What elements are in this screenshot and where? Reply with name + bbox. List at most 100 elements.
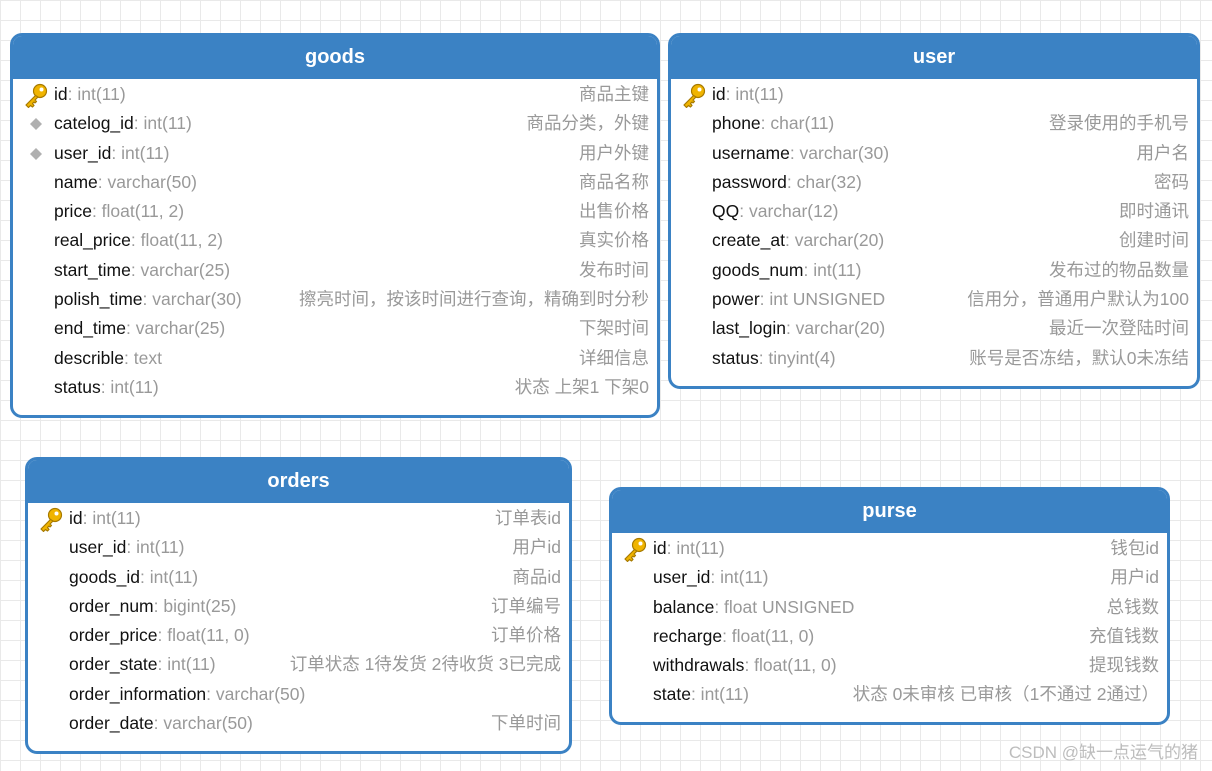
column-row[interactable]: status: tinyint(4)账号是否冻结，默认0未冻结 <box>671 344 1197 373</box>
column-comment: 用户名 <box>1136 142 1190 163</box>
column-name-text: recharge <box>653 625 723 646</box>
column-type: : varchar(50) <box>206 683 306 704</box>
column-row[interactable]: order_price: float(11, 0)订单价格 <box>28 621 569 650</box>
column-type: : tinyint(4) <box>758 347 836 368</box>
column-type: : text <box>124 347 162 368</box>
column-row[interactable]: price: float(11, 2)出售价格 <box>13 197 657 226</box>
column-name: order_information: varchar(50) <box>69 680 305 709</box>
column-name: user_id: int(11) <box>653 563 768 592</box>
column-comment: 订单表id <box>494 508 561 528</box>
key-icon <box>683 83 706 108</box>
column-name-text: start_time <box>54 259 131 280</box>
table-title: user <box>671 36 1197 79</box>
column-comment: 状态 0未审核 已审核（1不通过 2通过） <box>852 684 1159 705</box>
column-type: : varchar(50) <box>97 171 197 192</box>
column-row[interactable]: username: varchar(30)用户名 <box>671 139 1197 168</box>
column-row[interactable]: recharge: float(11, 0)充值钱数 <box>612 622 1167 651</box>
column-comment: 发布时间 <box>579 259 649 280</box>
column-row[interactable]: phone: char(11)登录使用的手机号 <box>671 109 1197 138</box>
column-type: : varchar(12) <box>739 201 839 222</box>
column-row[interactable]: user_id: int(11)用户id <box>28 533 569 562</box>
column-row[interactable]: create_at: varchar(20)创建时间 <box>671 226 1197 255</box>
column-name-text: balance <box>653 596 715 617</box>
column-name-text: state <box>653 684 691 705</box>
column-row[interactable]: id: int(11)钱包id <box>612 534 1167 563</box>
column-row[interactable]: user_id: int(11)用户外键 <box>13 139 657 168</box>
column-row[interactable]: name: varchar(50)商品名称 <box>13 168 657 197</box>
column-name-text: withdrawals <box>653 655 745 676</box>
column-row[interactable]: goods_num: int(11)发布过的物品数量 <box>671 256 1197 285</box>
column-name: goods_num: int(11) <box>712 256 862 285</box>
column-name-text: status <box>712 347 759 368</box>
column-type: : varchar(25) <box>130 259 231 280</box>
column-name: password: char(32) <box>712 168 862 197</box>
column-row[interactable]: state: int(11) 状态 0未审核 已审核（1不通过 2通过） <box>612 680 1167 709</box>
column-type: : int(11) <box>690 684 749 705</box>
column-comment: 商品主键 <box>579 84 649 104</box>
column-comment: 创建时间 <box>1119 230 1189 251</box>
column-row[interactable]: order_information: varchar(50) <box>28 680 569 709</box>
column-row[interactable]: order_date: varchar(50)下单时间 <box>28 709 569 738</box>
column-type: : int(11) <box>67 84 126 104</box>
column-name-text: id <box>54 84 68 104</box>
column-row[interactable]: goods_id: int(11)商品id <box>28 563 569 592</box>
column-comment: 商品分类，外键 <box>526 113 650 134</box>
column-row[interactable]: catelog_id: int(11)商品分类，外键 <box>13 109 657 138</box>
column-name-text: status <box>54 376 101 397</box>
column-name-text: user_id <box>54 142 112 163</box>
column-name: start_time: varchar(25) <box>54 256 230 285</box>
table-title: purse <box>612 490 1167 533</box>
column-name: id: int(11) <box>69 504 141 533</box>
column-comment: 下架时间 <box>579 318 649 339</box>
column-comment: 总钱数 <box>1106 596 1160 617</box>
key-icon <box>25 83 48 108</box>
column-row[interactable]: start_time: varchar(25) 发布时间 <box>13 256 657 285</box>
column-row[interactable]: order_state: int(11)订单状态 1待发货 2待收货 3已完成 <box>28 650 569 679</box>
column-name-text: end_time <box>54 318 126 339</box>
key-icon <box>40 507 63 532</box>
column-name-text: order_num <box>69 595 154 616</box>
column-comment: 商品名称 <box>579 171 649 192</box>
column-row[interactable]: order_num: bigint(25)订单编号 <box>28 592 569 621</box>
column-type: : varchar(25) <box>126 318 226 339</box>
column-type: : int(11) <box>100 376 159 397</box>
column-row[interactable]: password: char(32)密码 <box>671 168 1197 197</box>
column-name-text: create_at <box>712 230 785 251</box>
column-name-text: order_state <box>69 654 158 675</box>
column-type: : float(11, 0) <box>157 625 250 646</box>
column-name-text: goods_id <box>69 566 141 587</box>
key-icon <box>624 537 647 562</box>
column-name-text: username <box>712 142 790 163</box>
column-row[interactable]: end_time: varchar(25) 下架时间 <box>13 314 657 343</box>
column-type: : int(11) <box>111 142 170 163</box>
column-row[interactable]: id: int(11) 订单表id <box>28 504 569 533</box>
column-comment: 真实价格 <box>579 230 649 251</box>
column-row[interactable]: balance: float UNSIGNED 总钱数 <box>612 593 1167 622</box>
column-row[interactable]: last_login: varchar(20)最近一次登陆时间 <box>671 314 1197 343</box>
column-row[interactable]: real_price: float(11, 2)真实价格 <box>13 226 657 255</box>
column-row[interactable]: user_id: int(11)用户id <box>612 563 1167 592</box>
column-name: phone: char(11) <box>712 109 834 138</box>
column-type: : int(11) <box>126 537 185 558</box>
column-type: : int(11) <box>133 113 192 134</box>
column-type: : int UNSIGNED <box>759 289 886 310</box>
column-name: user_id: int(11) <box>69 533 184 562</box>
column-row[interactable]: withdrawals: float(11, 0)提现钱数 <box>612 651 1167 680</box>
column-row[interactable]: QQ: varchar(12)即时通讯 <box>671 197 1197 226</box>
column-row[interactable]: id: int(11) <box>671 80 1197 109</box>
column-row[interactable]: id: int(11) 商品主键 <box>13 80 657 109</box>
column-row[interactable]: status: int(11)状态 上架1 下架0 <box>13 373 657 402</box>
column-name: id: int(11) <box>54 80 126 109</box>
column-type: : float UNSIGNED <box>714 596 855 617</box>
diamond-icon <box>30 147 42 160</box>
column-type: : float(11, 0) <box>722 625 815 646</box>
column-row[interactable]: polish_time: varchar(30)擦亮时间，按该时间进行查询，精确… <box>13 285 657 314</box>
